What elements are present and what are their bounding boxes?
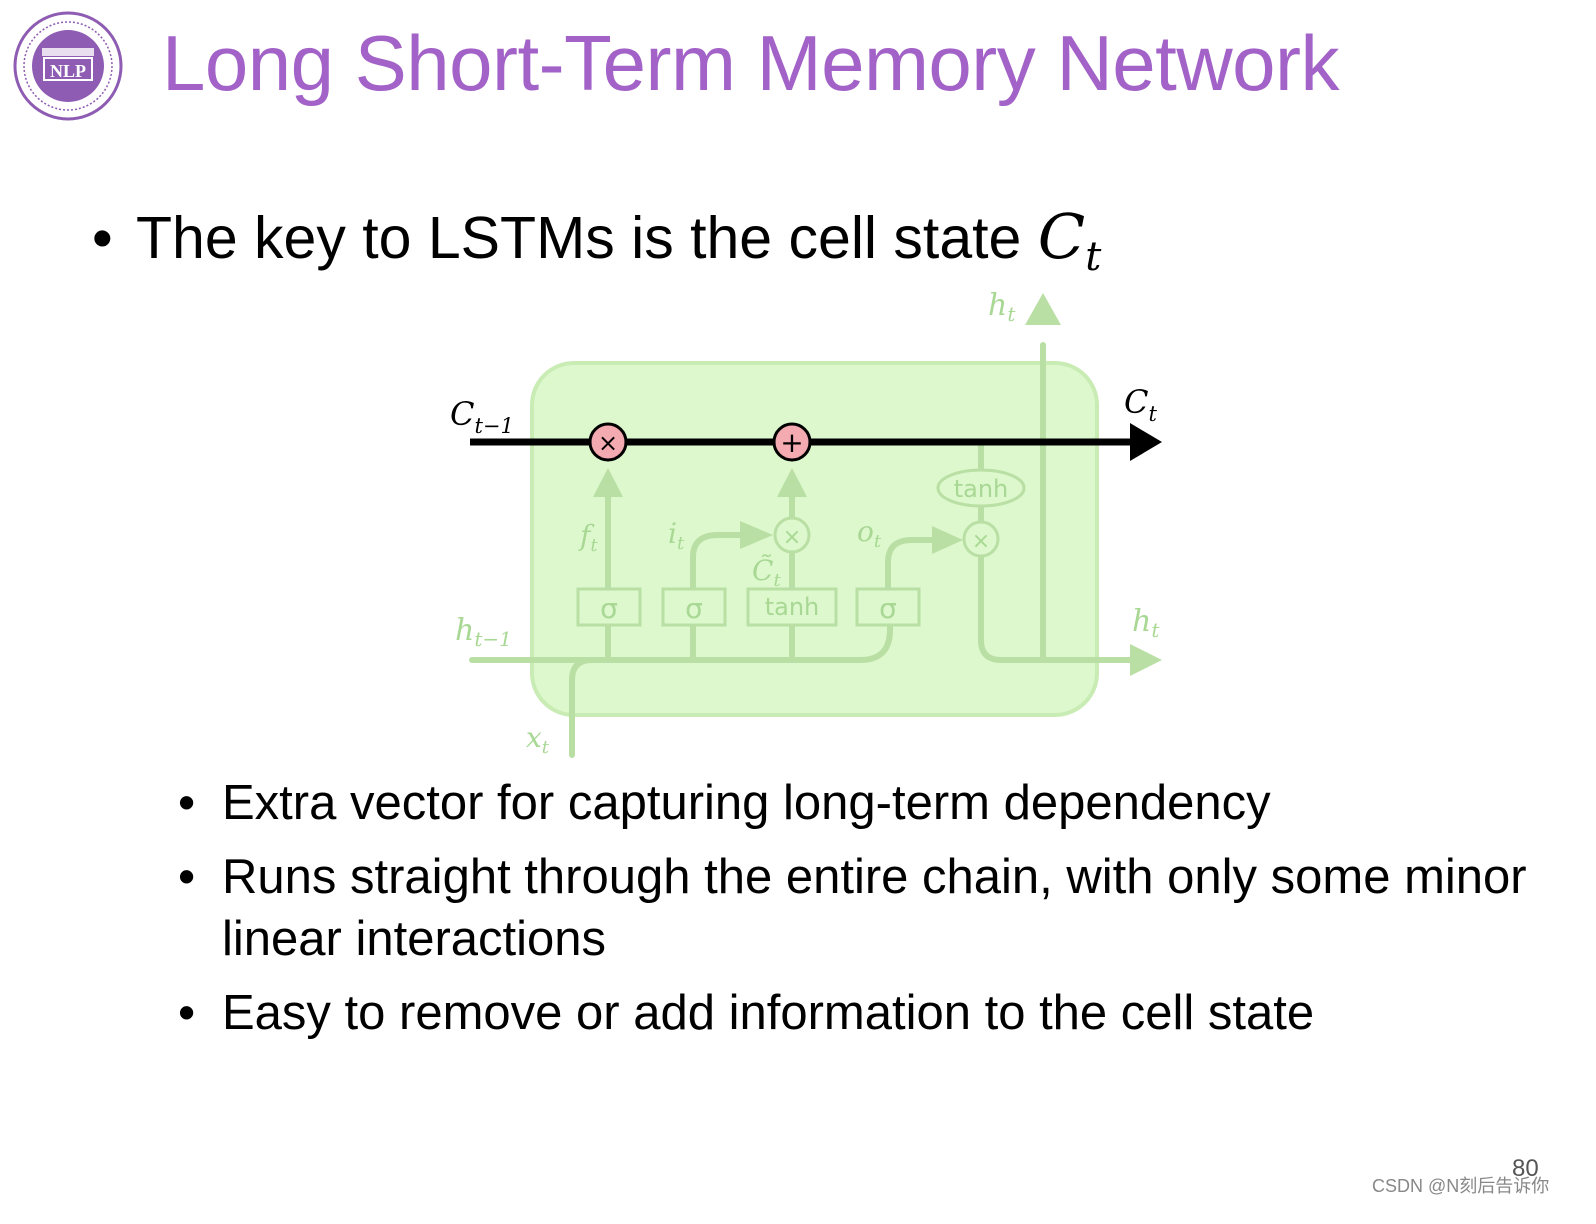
label-o: ot bbox=[857, 515, 882, 552]
bullet-dot: • bbox=[92, 205, 113, 271]
cell-state-arrowhead bbox=[1130, 423, 1162, 461]
cell-box bbox=[530, 361, 1099, 717]
logo-text: NLP bbox=[50, 61, 86, 81]
sub-bullet: • Extra vector for capturing long-term de… bbox=[178, 772, 1538, 834]
main-bullet-text: The key to LSTMs is the cell state bbox=[136, 205, 1038, 271]
sub-bullet-text: Easy to remove or add information to the… bbox=[222, 986, 1315, 1040]
output-multiply-op: × bbox=[972, 529, 990, 554]
forget-gate-sigma: σ bbox=[600, 592, 618, 625]
faded-multiply-ops bbox=[773, 516, 1000, 558]
candidate-tanh-gate: tanh bbox=[765, 593, 820, 621]
sub-bullet: • Easy to remove or add information to th… bbox=[178, 982, 1538, 1044]
main-bullet: • The key to LSTMs is the cell state Ct bbox=[92, 200, 1101, 280]
bullet-dot: • bbox=[178, 776, 196, 830]
add-symbol: + bbox=[780, 426, 803, 459]
label-h-prev: ht−1 bbox=[455, 613, 512, 651]
label-c-tilde: C̃t bbox=[752, 554, 781, 591]
page-number: 80 bbox=[1512, 1155, 1539, 1182]
slide-title: Long Short-Term Memory Network bbox=[162, 19, 1340, 107]
internal-arrowheads bbox=[593, 293, 1162, 676]
output-gate-sigma: σ bbox=[879, 592, 897, 625]
lstm-cell-diagram: σ σ tanh σ × × tanh ft it ot C̃t ht ht−1… bbox=[450, 288, 1162, 758]
input-gate-sigma: σ bbox=[685, 592, 703, 625]
label-i: it bbox=[668, 517, 685, 554]
internal-wiring bbox=[469, 342, 1133, 758]
label-c-next: Ct bbox=[1124, 383, 1157, 426]
label-c-prev: Ct−1 bbox=[450, 395, 514, 438]
output-tanh-label: tanh bbox=[954, 475, 1009, 503]
label-h-top: ht bbox=[988, 288, 1016, 326]
output-tanh-oval bbox=[936, 468, 1026, 508]
sub-bullet-text: Extra vector for capturing long-term dep… bbox=[222, 776, 1271, 830]
sub-bullet-text: Runs straight through the entire chain, … bbox=[222, 850, 1527, 966]
label-h-next: ht bbox=[1132, 604, 1160, 642]
forget-multiply-op bbox=[588, 422, 628, 462]
input-multiply-op: × bbox=[783, 525, 801, 550]
bullet-dot: • bbox=[178, 850, 196, 904]
cell-state-symbol: Ct bbox=[1037, 200, 1102, 280]
forget-multiply-symbol: × bbox=[598, 429, 618, 457]
sub-bullet-list: • Extra vector for capturing long-term de… bbox=[178, 772, 1538, 1056]
watermark: CSDN @N刻后告诉你 bbox=[1372, 1176, 1550, 1196]
gate-boxes bbox=[576, 587, 921, 627]
sub-bullet: • Runs straight through the entire chain,… bbox=[178, 846, 1538, 970]
university-logo-icon: NLP bbox=[13, 11, 123, 121]
bullet-dot: • bbox=[178, 986, 196, 1040]
label-x: xt bbox=[526, 721, 550, 758]
add-op bbox=[772, 422, 812, 462]
